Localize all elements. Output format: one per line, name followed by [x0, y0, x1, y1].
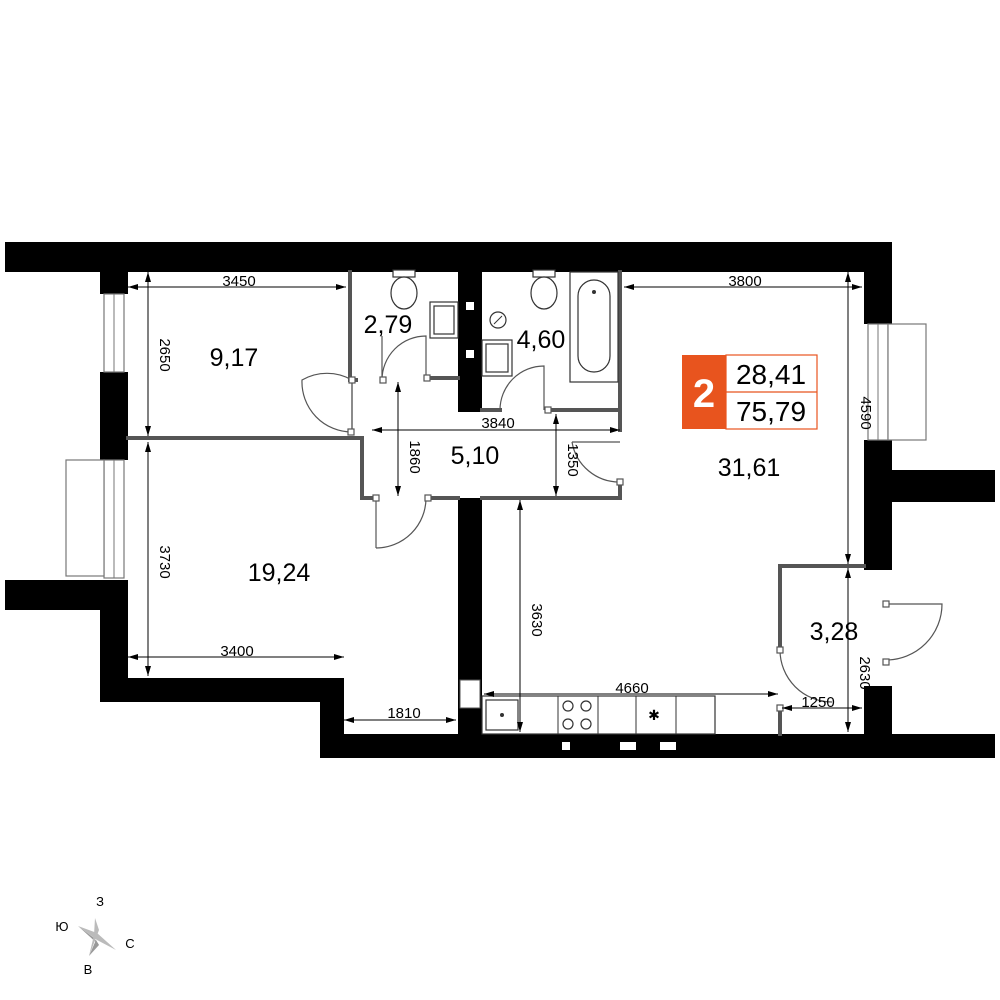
dim-2630: 2630 — [856, 656, 873, 689]
dim-1250: 1250 — [801, 694, 834, 711]
dimension-lines — [128, 272, 862, 732]
dim-4660: 4660 — [615, 680, 648, 697]
compass-north: С — [125, 936, 134, 951]
dim-3400: 3400 — [220, 643, 253, 660]
windows — [65, 293, 927, 709]
dim-3800: 3800 — [728, 273, 761, 290]
dim-2650: 2650 — [156, 338, 173, 371]
room-areas: 9,17 2,79 4,60 5,10 19,24 31,61 3,28 — [210, 311, 859, 646]
doors — [301, 335, 943, 703]
dim-1810: 1810 — [387, 705, 420, 722]
badge-room-count: 2 — [693, 372, 715, 416]
kitchen-counter: ✱ — [481, 695, 716, 750]
area-entrance: 3,28 — [810, 618, 859, 646]
area-bathroom: 4,60 — [517, 326, 566, 354]
area-bedroom-large: 19,24 — [248, 559, 311, 587]
compass-rose: З Ю С В — [55, 894, 134, 977]
exterior-walls — [5, 242, 995, 758]
area-kitchen-living: 31,61 — [718, 454, 781, 482]
dim-3840: 3840 — [481, 415, 514, 432]
area-toilet: 2,79 — [364, 311, 413, 339]
compass-south: Ю — [55, 919, 68, 934]
compass-east: В — [84, 962, 93, 977]
dim-1350: 1350 — [564, 443, 581, 476]
dim-1860: 1860 — [406, 440, 423, 473]
bathroom-fixtures — [390, 269, 619, 383]
badge-accent — [682, 355, 726, 429]
badge-living-area: 28,41 — [736, 359, 806, 390]
area-hall: 5,10 — [451, 442, 500, 470]
dimension-labels: 3450 2650 3840 1860 1350 3800 4590 3730 … — [156, 273, 874, 722]
badge-total-area: 75,79 — [736, 396, 806, 427]
door-posts — [347, 374, 890, 712]
compass-west: З — [96, 894, 104, 909]
svg-text:✱: ✱ — [648, 707, 660, 723]
dim-3450: 3450 — [222, 273, 255, 290]
dim-3630: 3630 — [528, 603, 545, 636]
area-bedroom-small: 9,17 — [210, 344, 259, 372]
dim-3730: 3730 — [156, 545, 173, 578]
dim-4590: 4590 — [857, 396, 874, 429]
apartment-badge: 2 28,41 75,79 — [682, 354, 818, 430]
